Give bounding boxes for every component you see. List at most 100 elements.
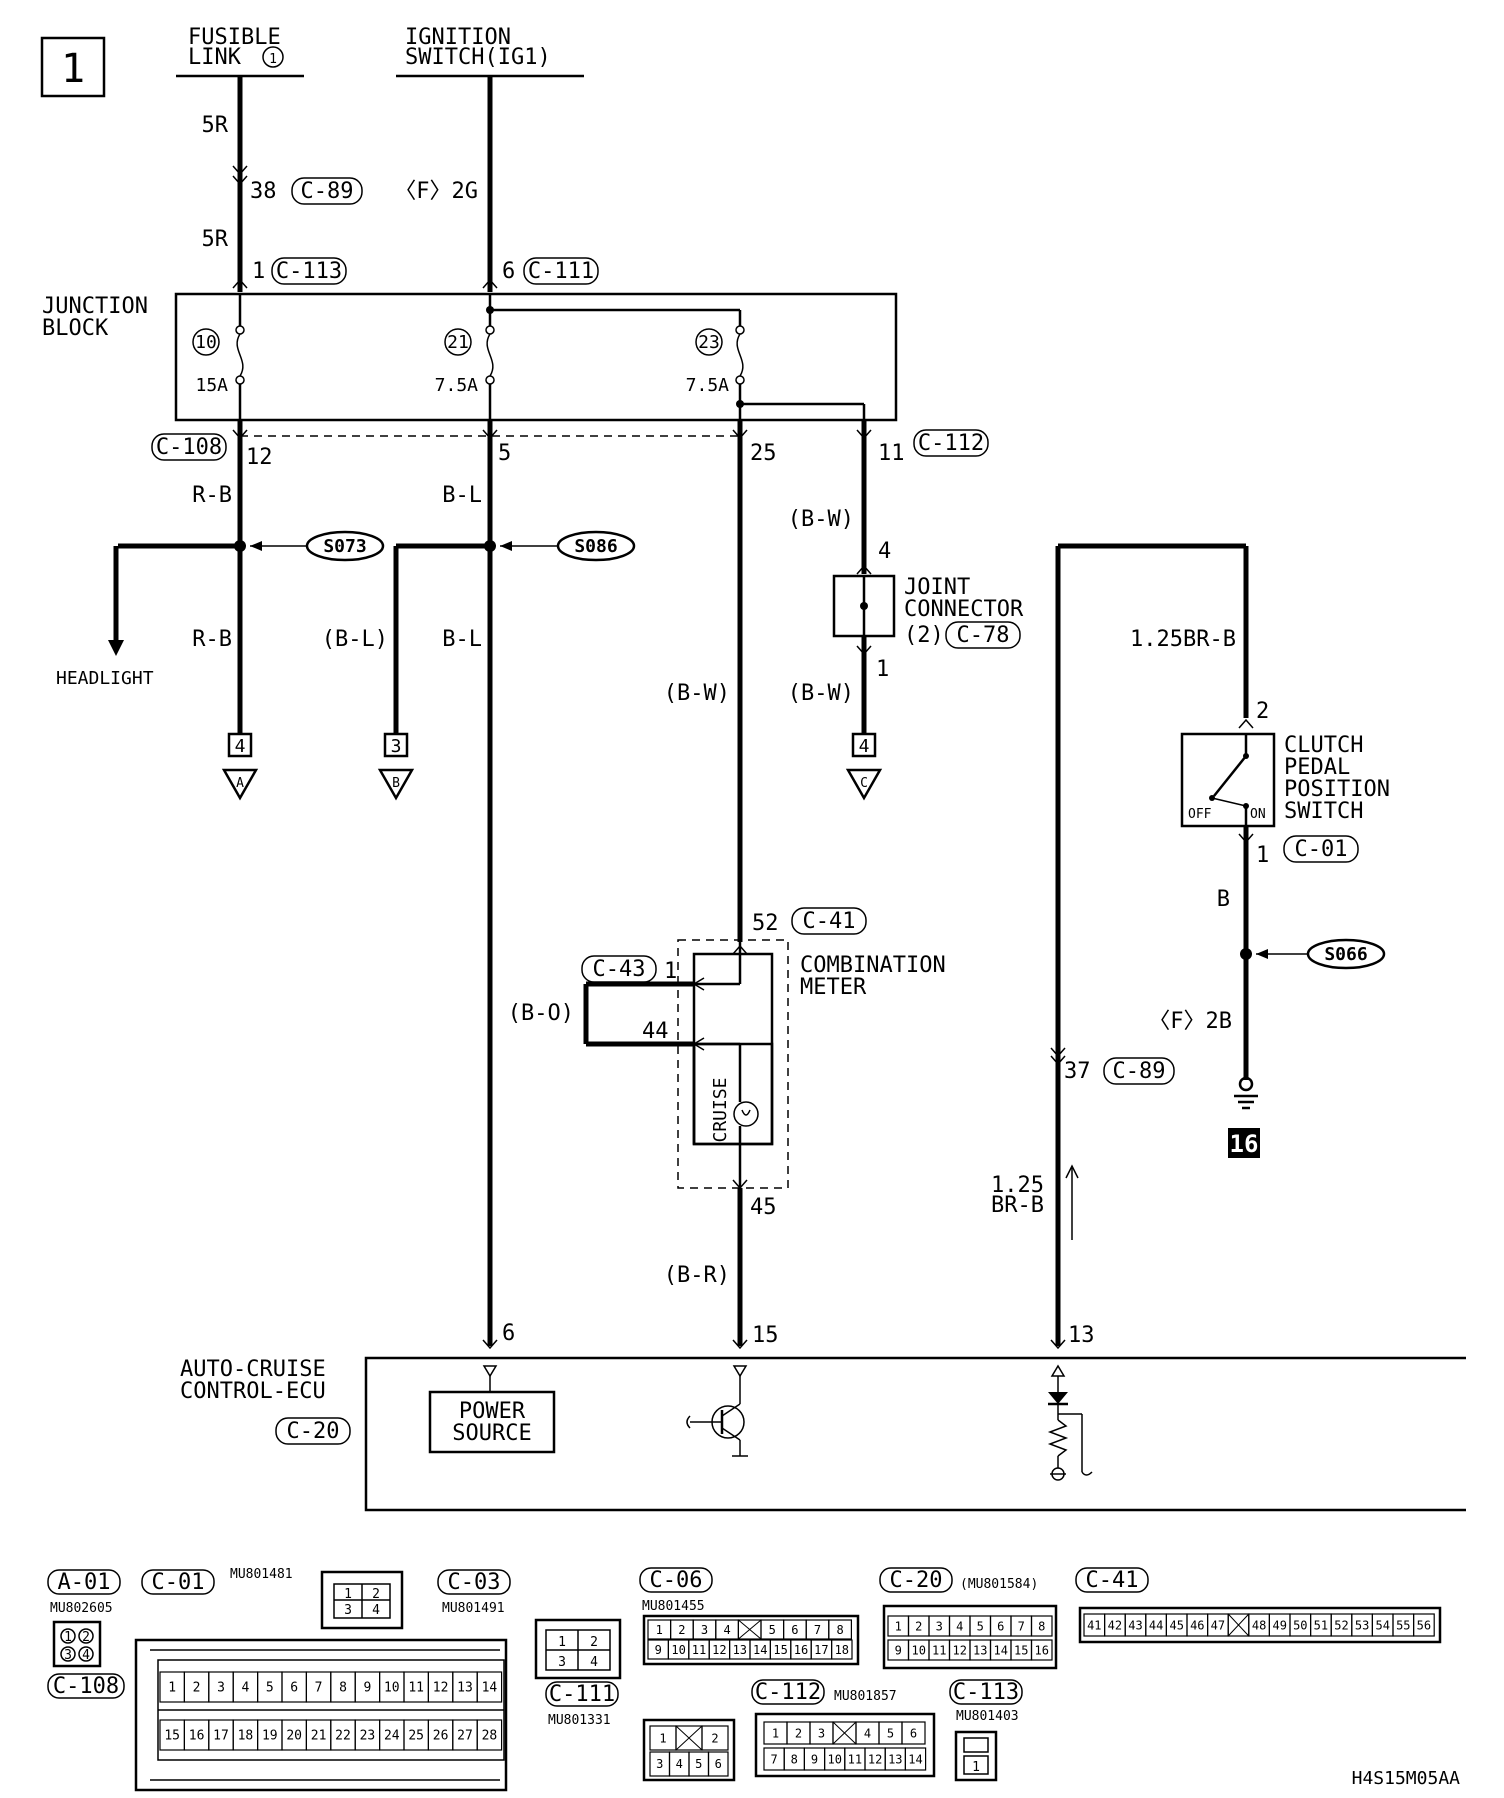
cv-c01-top-pin: 13 xyxy=(457,1681,473,1696)
cv-c111-bot-pin: 3 xyxy=(656,1757,663,1771)
meter-pin-1: 1 xyxy=(664,959,677,984)
cv-c20-bot-pin: 9 xyxy=(895,1643,902,1657)
cv-c112-top-pin: 1 xyxy=(772,1726,779,1740)
junction-block: JUNCTION BLOCK 10 15A 21 7.5A 23 xyxy=(42,292,989,470)
cv-c41-label: C-41 xyxy=(1086,1568,1139,1593)
cv-c20-bot-pin: 14 xyxy=(994,1643,1008,1657)
cv-c112-bot-pin: 9 xyxy=(811,1752,818,1766)
wire-size-125: 1.25 xyxy=(991,1173,1044,1198)
wire-rb-label-2: R-B xyxy=(192,627,232,652)
conn-c89-bottom: C-89 xyxy=(1113,1059,1166,1084)
pin-37: 37 xyxy=(1064,1059,1091,1084)
cv-c112-bot-pin: 8 xyxy=(791,1752,798,1766)
cv-c06-bot-pin: 16 xyxy=(794,1643,808,1657)
fuse-10-number: 10 xyxy=(195,332,217,353)
cv-c01-bot-pin: 25 xyxy=(408,1729,424,1744)
ecu-pin-15: 15 xyxy=(752,1323,779,1348)
ecu-label-2: CONTROL-ECU xyxy=(180,1379,326,1404)
cv-c01-top-pin: 7 xyxy=(315,1681,323,1696)
conn-c41: C-41 xyxy=(803,909,856,934)
cv-c41-pin: 52 xyxy=(1334,1618,1348,1632)
splice-s086: S086 xyxy=(574,536,617,557)
conn-c113: C-113 xyxy=(276,259,342,284)
wire-bl-paren: (B-L) xyxy=(322,627,388,652)
cv-c01-bot-pin: 26 xyxy=(433,1729,449,1744)
cv-a01-pin-2: 2 xyxy=(82,1630,90,1645)
cv-a01-pin-3: 3 xyxy=(64,1648,72,1663)
cv-a01-label: A-01 xyxy=(58,1570,111,1595)
clutch-label-2: PEDAL xyxy=(1284,755,1350,780)
cv-c112-bot-pin: 10 xyxy=(827,1752,841,1766)
cv-c112-label: C-112 xyxy=(755,1680,821,1705)
cv-c06-top-pin: 2 xyxy=(678,1623,685,1637)
cv-c112-top-pin: 4 xyxy=(864,1726,871,1740)
cv-c01-bot-pin: 22 xyxy=(335,1729,351,1744)
cv-c112-bot-pin: 12 xyxy=(868,1752,882,1766)
cv-c20-bot-pin: 15 xyxy=(1014,1643,1028,1657)
cv-c112-bot-pin: 14 xyxy=(908,1752,922,1766)
wire-f2g: 〈F〉2G xyxy=(394,179,478,204)
cv-c06-label: C-06 xyxy=(650,1568,703,1593)
ignition-switch-label-1: IGNITION xyxy=(405,25,511,50)
page-ref-a-letter: A xyxy=(236,776,244,791)
cv-c06-top-pin: 5 xyxy=(769,1623,776,1637)
clutch-on-label: ON xyxy=(1250,807,1266,822)
cv-c20-top-pin: 4 xyxy=(956,1619,963,1633)
fuse-21-amp: 7.5A xyxy=(435,375,479,396)
cv-c41-pin: 46 xyxy=(1190,1618,1204,1632)
cv-c01-bot-pin: 23 xyxy=(360,1729,376,1744)
junction-block-label-2: BLOCK xyxy=(42,316,109,341)
cv-c20-top-pin: 8 xyxy=(1038,1619,1045,1633)
cv-c20-label: C-20 xyxy=(890,1568,943,1593)
cv-c41-pin: 50 xyxy=(1293,1618,1307,1632)
wire-bl-label-2: B-L xyxy=(442,627,482,652)
wire-bw-label-1: (B-W) xyxy=(664,681,730,706)
cv-c03-label: C-03 xyxy=(448,1570,501,1595)
cv-c06-top-blank-mark xyxy=(738,1619,762,1640)
cv-c01s-pin-3: 3 xyxy=(344,1603,352,1618)
cv-c06-top-pin: 4 xyxy=(723,1623,730,1637)
wire-bl: B-L S086 (B-L) B-L 3 B xyxy=(322,420,636,1350)
cv-c41-cell xyxy=(1412,1613,1435,1637)
cv-c06-bot-pin: 10 xyxy=(671,1643,685,1657)
conn-c43: C-43 xyxy=(593,957,646,982)
cv-c41-pin: 55 xyxy=(1396,1618,1410,1632)
cv-c20-bot-pin: 11 xyxy=(932,1643,946,1657)
ignition-switch-source: IGNITION SWITCH(IG1) xyxy=(396,25,584,78)
cv-c111-part: MU801331 xyxy=(548,1713,611,1728)
cv-c108-label: C-108 xyxy=(53,1674,119,1699)
cv-c111-bot-pin: 5 xyxy=(695,1757,702,1771)
cv-a01-pin-1: 1 xyxy=(64,1630,72,1645)
cv-c01-bot-pin: 28 xyxy=(482,1729,498,1744)
fuse-21-number: 21 xyxy=(447,332,469,353)
cv-c112-top-pin: 3 xyxy=(818,1726,825,1740)
cv-c112-top-blank-mark xyxy=(832,1721,857,1745)
cv-c20-top-pin: 6 xyxy=(997,1619,1004,1633)
splice-s066: S066 xyxy=(1324,944,1367,965)
pin-25: 25 xyxy=(750,441,777,466)
cv-c112-top-pin: 5 xyxy=(887,1726,894,1740)
cv-c06-bot-pin: 9 xyxy=(655,1643,662,1657)
meter-pin-52: 52 xyxy=(752,911,779,936)
cv-c41-pin: 54 xyxy=(1375,1618,1389,1632)
cv-c03-pin-1: 1 xyxy=(558,1635,566,1650)
wire-br-b: 1.25BR-B xyxy=(1130,627,1236,652)
cv-c01-bot-pin: 27 xyxy=(457,1729,473,1744)
wire-br: (B-R) xyxy=(664,1263,730,1288)
cv-c01-label: C-01 xyxy=(152,1570,205,1595)
meter-label-2: METER xyxy=(800,975,867,1000)
cv-c41-pin: 48 xyxy=(1252,1618,1266,1632)
conn-c78: C-78 xyxy=(957,623,1010,648)
page-ref-a-num: 4 xyxy=(235,736,246,757)
cv-c06-top-cell xyxy=(828,1619,852,1640)
cv-c112-top-pin: 2 xyxy=(795,1726,802,1740)
fuse-10-amp: 15A xyxy=(195,375,228,396)
power-source-label-2: SOURCE xyxy=(452,1421,531,1446)
cv-c41-pin: 51 xyxy=(1314,1618,1328,1632)
cv-c113-part: MU801403 xyxy=(956,1709,1019,1724)
cv-c01-top-pin: 12 xyxy=(433,1681,449,1696)
cv-c41-pin: 53 xyxy=(1355,1618,1369,1632)
